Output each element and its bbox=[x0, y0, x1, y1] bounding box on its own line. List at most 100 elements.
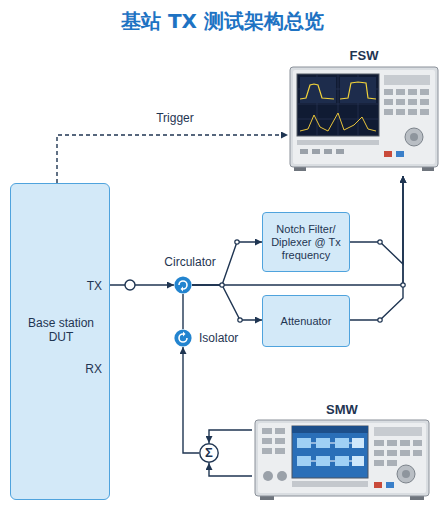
switch-throw bbox=[238, 318, 242, 322]
generator-instrument-part-part-part bbox=[400, 440, 410, 446]
analyzer-instrument-part-part bbox=[297, 140, 379, 145]
signal-line bbox=[192, 176, 403, 285]
generator-instrument-part-part-part bbox=[387, 440, 397, 446]
analyzer-instrument-part-part bbox=[336, 149, 344, 154]
generator-instrument-part-part-part bbox=[374, 440, 384, 446]
generator-instrument-part-part bbox=[297, 456, 311, 466]
analyzer-instrument-part-part-part bbox=[396, 89, 405, 95]
generator-instrument-part-part-part bbox=[387, 450, 397, 456]
generator-instrument-part-part-part bbox=[275, 428, 285, 434]
generator-instrument-part-part-part bbox=[374, 460, 384, 466]
generator-instrument-part-part bbox=[311, 443, 352, 461]
generator-instrument-part-part bbox=[335, 438, 349, 448]
analyzer-instrument-part-part bbox=[300, 113, 376, 131]
summer-circle-part-part bbox=[200, 444, 218, 462]
analyzer-instrument-part-part bbox=[312, 149, 320, 154]
instrument-name: SMW bbox=[252, 402, 432, 418]
generator-instrument-part-part bbox=[258, 423, 426, 493]
analyzer-instrument-part-part-part bbox=[408, 109, 417, 115]
analyzer-instrument-part-part bbox=[297, 74, 379, 136]
analyzer-instrument-part-part-part bbox=[384, 99, 393, 105]
generator-instrument-part-part-part bbox=[387, 460, 397, 466]
analyzer-instrument-part-part bbox=[297, 74, 379, 136]
analyzer-instrument-part-part-part bbox=[420, 99, 429, 105]
diagram-title: 基站 TX 测试架构总览 bbox=[0, 8, 445, 35]
generator-instrument-part-part bbox=[335, 456, 349, 466]
analyzer-instrument-part-part bbox=[405, 128, 423, 146]
generator-instrument-part-part bbox=[352, 438, 364, 448]
analyzer-instrument-part-part bbox=[300, 84, 334, 99]
analyzer-instrument-part-part-part bbox=[396, 99, 405, 105]
component-label: Isolator bbox=[199, 331, 238, 345]
generator-instrument-part-part bbox=[374, 427, 422, 436]
analyzer-instrument-part bbox=[288, 65, 440, 176]
signal-line bbox=[192, 285, 262, 320]
generator-instrument-part-part bbox=[292, 426, 368, 433]
generator-instrument: SMW bbox=[252, 402, 432, 502]
isolator-symbol-part-part bbox=[183, 332, 186, 337]
analyzer-instrument-part-part bbox=[324, 149, 332, 154]
generator-instrument-part-part bbox=[297, 438, 311, 448]
generator-instrument-part-part bbox=[292, 426, 368, 478]
analyzer-instrument-part-part bbox=[300, 77, 336, 103]
generator-instrument-part-part bbox=[374, 482, 382, 488]
isolator-symbol-part-part bbox=[174, 329, 191, 346]
analyzer-instrument-part-part bbox=[384, 89, 429, 115]
instrument-name: FSW bbox=[288, 48, 440, 64]
signal-line bbox=[350, 176, 403, 320]
analyzer-instrument-part-part bbox=[340, 82, 376, 99]
generator-instrument-part-part-part bbox=[400, 450, 410, 456]
node-label: Notch Filter/ Diplexer @ Tx frequency bbox=[266, 223, 346, 262]
node-label: Σ bbox=[205, 446, 213, 460]
edge-label: Trigger bbox=[156, 111, 194, 125]
generator-instrument-part-part bbox=[277, 471, 287, 481]
generator-instrument-part-part-part bbox=[374, 450, 384, 456]
generator-instrument-part-part bbox=[397, 465, 415, 483]
generator-instrument-part bbox=[252, 418, 432, 502]
signal-line bbox=[209, 463, 252, 476]
filter-box: Notch Filter/ Diplexer @ Tx frequency bbox=[262, 212, 350, 272]
analyzer-instrument-part-part bbox=[384, 151, 392, 157]
analyzer-instrument-part-part-part bbox=[396, 109, 405, 115]
analyzer-instrument-part-part-part bbox=[384, 89, 393, 95]
generator-instrument-part-part-part bbox=[275, 438, 285, 444]
generator-instrument-part-part bbox=[352, 456, 364, 466]
analyzer-instrument-part-part-part bbox=[408, 99, 417, 105]
component-label: Circulator bbox=[154, 255, 226, 269]
attenuator-box: Attenuator bbox=[262, 295, 350, 347]
switch-pivot bbox=[220, 283, 224, 287]
analyzer-instrument-part-part-part bbox=[408, 89, 417, 95]
generator-instrument-part-part bbox=[374, 440, 422, 466]
generator-instrument-part-part-part bbox=[262, 448, 272, 454]
generator-instrument-part-part-part bbox=[262, 438, 272, 444]
analyzer-instrument-part-part bbox=[396, 151, 404, 157]
switch-throw bbox=[378, 318, 382, 322]
summer-circle: Σ bbox=[199, 443, 219, 463]
signal-line bbox=[209, 430, 252, 443]
port-label: RX bbox=[85, 362, 102, 376]
analyzer-instrument: FSW bbox=[288, 48, 440, 176]
node-label: Attenuator bbox=[266, 315, 346, 328]
generator-instrument-part-part bbox=[292, 481, 368, 487]
circulator-symbol-part-part bbox=[174, 276, 191, 293]
generator-instrument-part-part bbox=[263, 471, 273, 481]
analyzer-instrument-part-part bbox=[384, 75, 430, 85]
circulator-symbol-part-part bbox=[181, 287, 184, 292]
analyzer-instrument-part-part bbox=[300, 149, 308, 154]
node-label: Base station DUT bbox=[19, 316, 103, 344]
circulator-symbol-part bbox=[174, 276, 192, 294]
analyzer-instrument-part-part-part bbox=[420, 89, 429, 95]
trigger-line bbox=[57, 135, 288, 183]
generator-instrument-part-part bbox=[255, 420, 429, 496]
generator-instrument-part-part-part bbox=[413, 450, 422, 456]
analyzer-instrument-part-part-part bbox=[420, 109, 429, 115]
signal-line bbox=[182, 294, 183, 329]
signal-line bbox=[183, 347, 199, 453]
generator-instrument-part-part-part bbox=[262, 428, 272, 434]
analyzer-instrument-part-part bbox=[290, 67, 438, 167]
signal-line bbox=[350, 176, 403, 264]
isolator-symbol-part bbox=[174, 329, 192, 347]
generator-instrument-part-part bbox=[262, 428, 285, 454]
dut-box: TXBase station DUTRX bbox=[10, 183, 110, 500]
generator-instrument-part-part bbox=[316, 438, 330, 448]
